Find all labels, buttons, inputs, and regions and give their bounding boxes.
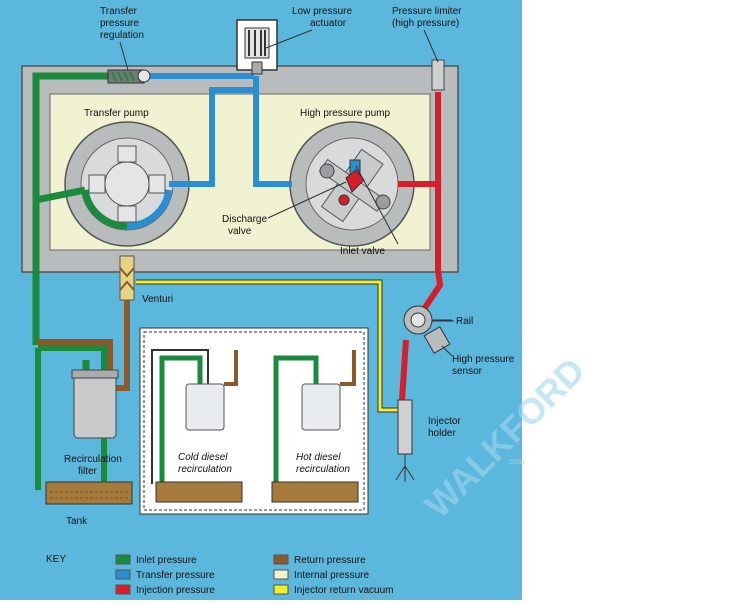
recirculation-filter — [71, 369, 119, 439]
watermark-domain: .com — [507, 457, 525, 466]
key-label-inlet: Inlet pressure — [136, 555, 197, 566]
venturi — [119, 255, 135, 301]
label-discharge-valve-1: Discharge — [222, 214, 267, 225]
key-swatch-vacuum — [273, 584, 289, 595]
callout-labels: Transfer pressure regulation Low pressur… — [64, 6, 515, 527]
label-recirculation-filter-2: filter — [78, 466, 98, 477]
key-label-vacuum: Injector return vacuum — [294, 585, 394, 596]
label-hot-diesel-1: Hot diesel — [296, 452, 341, 463]
key-swatch-transfer — [115, 569, 131, 580]
label-transfer-pressure-regulation-1: Transfer — [100, 6, 138, 17]
tank — [45, 481, 133, 505]
injection-lines — [398, 92, 444, 401]
key-swatch-return — [273, 554, 289, 565]
inlet-lines — [32, 72, 110, 490]
label-injector-holder-1: Injector — [428, 416, 461, 427]
label-transfer-pump: Transfer pump — [84, 108, 149, 119]
label-hot-diesel-2: recirculation — [296, 464, 350, 475]
injector-holder — [395, 399, 415, 482]
hot-diesel-unit — [271, 350, 359, 503]
label-venturi: Venturi — [142, 294, 173, 305]
key-title: KEY — [46, 554, 66, 565]
low-pressure-actuator — [236, 19, 278, 75]
label-rail: Rail — [456, 316, 473, 327]
key-label-internal: Internal pressure — [294, 570, 369, 581]
label-pressure-limiter-1: Pressure limiter — [392, 6, 462, 17]
return-lines — [38, 300, 130, 391]
label-injector-holder-2: holder — [428, 428, 456, 439]
key-swatch-internal — [273, 569, 289, 580]
label-pressure-limiter-2: (high pressure) — [392, 18, 459, 29]
label-recirculation-filter-1: Recirculation — [64, 454, 122, 465]
label-tank: Tank — [66, 516, 88, 527]
key-legend: KEY Inlet pressure Transfer pressure Inj… — [46, 554, 394, 596]
label-high-pressure-sensor-1: High pressure — [452, 354, 515, 365]
label-discharge-valve-2: valve — [228, 226, 252, 237]
key-swatch-inlet — [115, 554, 131, 565]
cold-diesel-unit — [151, 349, 243, 503]
label-transfer-pressure-regulation-3: regulation — [100, 30, 144, 41]
key-label-transfer: Transfer pressure — [136, 570, 215, 581]
high-pressure-pump — [289, 121, 415, 247]
key-label-injection: Injection pressure — [136, 585, 215, 596]
pressure-limiter — [431, 59, 445, 91]
key-label-return: Return pressure — [294, 555, 366, 566]
key-swatch-injection — [115, 584, 131, 595]
vacuum-return-lines — [136, 279, 398, 413]
transfer-pressure-regulation-valve — [107, 69, 151, 84]
rail — [403, 305, 452, 354]
label-cold-diesel-2: recirculation — [178, 464, 232, 475]
label-high-pressure-sensor-2: sensor — [452, 366, 483, 377]
label-high-pressure-pump: High pressure pump — [300, 108, 390, 119]
transfer-pump — [64, 121, 190, 247]
label-inlet-valve: Inlet valve — [340, 246, 385, 257]
label-cold-diesel-1: Cold diesel — [178, 452, 228, 463]
label-low-pressure-actuator-2: actuator — [310, 18, 347, 29]
label-low-pressure-actuator-1: Low pressure — [292, 6, 352, 17]
label-transfer-pressure-regulation-2: pressure — [100, 18, 139, 29]
transfer-lines — [150, 73, 292, 187]
